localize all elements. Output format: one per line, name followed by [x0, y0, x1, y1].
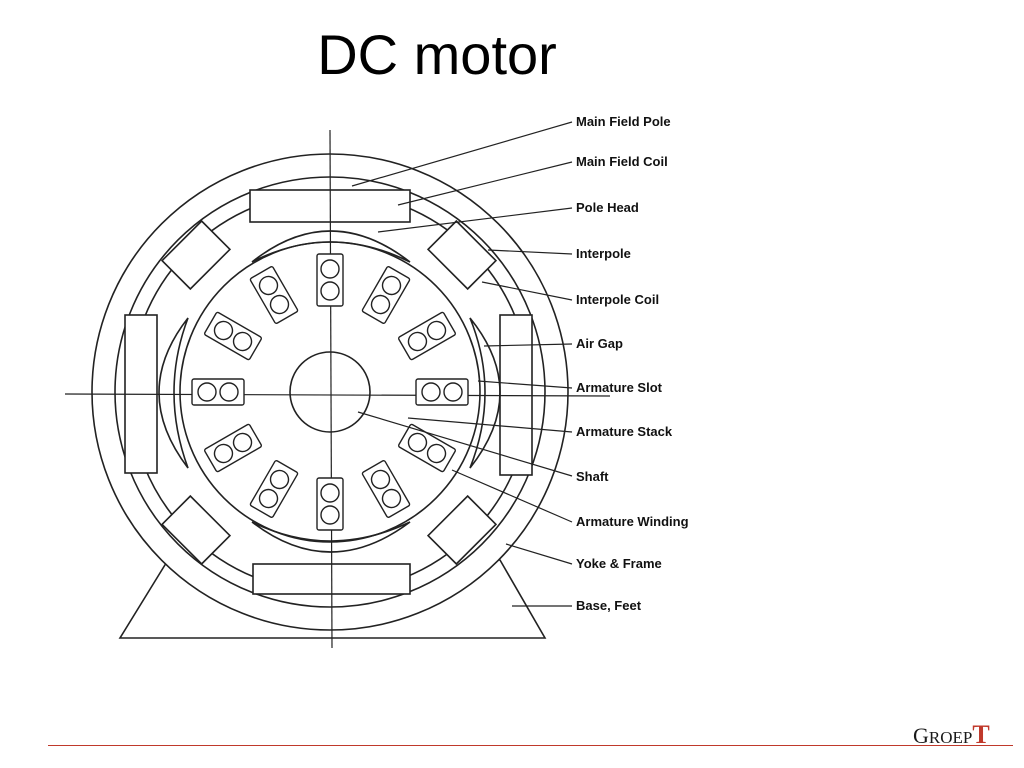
logo-text: GROEP	[913, 723, 973, 748]
armature-slot	[191, 378, 245, 406]
footer-rule	[48, 745, 1013, 746]
armature-slot	[204, 311, 262, 361]
armature-winding	[258, 275, 279, 296]
armature-slot	[249, 460, 299, 518]
leader-armature-slot	[477, 380, 573, 389]
armature-winding	[269, 469, 290, 490]
armature-winding	[213, 443, 234, 464]
leader-air-gap	[483, 343, 573, 347]
pole-head-bottom	[251, 521, 411, 553]
interpole-top-left	[160, 219, 232, 291]
armature-winding	[269, 294, 290, 315]
pole-head-right	[469, 317, 501, 469]
interpole-bottom-left	[160, 494, 232, 566]
armature-winding	[232, 331, 253, 352]
armature-slot	[415, 378, 469, 406]
armature-slot	[361, 460, 411, 518]
armature-winding	[421, 382, 441, 402]
armature-slot	[361, 266, 411, 324]
label-main-field-coil: Main Field Coil	[576, 154, 668, 169]
logo-mark: T	[972, 720, 990, 749]
armature-winding	[381, 488, 402, 509]
centerline-horizontal	[64, 393, 611, 397]
label-armature-slot: Armature Slot	[576, 380, 663, 395]
leader-armature-stack	[407, 417, 573, 433]
label-shaft: Shaft	[576, 469, 609, 484]
label-armature-stack: Armature Stack	[576, 424, 673, 439]
label-air-gap: Air Gap	[576, 336, 623, 351]
armature-winding	[370, 294, 391, 315]
armature-slot	[249, 266, 299, 324]
label-interpole-coil: Interpole Coil	[576, 292, 659, 307]
armature-winding	[426, 443, 447, 464]
armature-winding	[426, 320, 447, 341]
leader-interpole	[487, 249, 573, 255]
armature-slot	[204, 423, 262, 473]
armature-winding	[197, 382, 217, 402]
leader-pole-head	[377, 207, 573, 233]
main-field-pole-right	[499, 314, 533, 476]
label-yoke-frame: Yoke & Frame	[576, 556, 662, 571]
armature-slot	[398, 311, 456, 361]
armature-winding	[407, 432, 428, 453]
leader-interpole-coil	[481, 281, 573, 301]
label-armature-winding: Armature Winding	[576, 514, 689, 529]
armature-slot	[316, 477, 344, 531]
label-base-feet: Base, Feet	[576, 598, 642, 613]
groept-logo: GROEPT	[913, 720, 990, 750]
leader-main-field-pole	[351, 121, 573, 187]
armature-winding	[232, 432, 253, 453]
armature-winding	[320, 483, 340, 503]
centerline-vertical	[329, 129, 333, 649]
armature-winding	[219, 382, 239, 402]
pole-head-left	[158, 317, 189, 469]
armature-slot	[398, 423, 456, 473]
interpole-bottom-right	[426, 494, 498, 566]
leader-shaft	[357, 411, 573, 477]
leader-main-field-coil	[397, 161, 573, 206]
leader-armature-winding	[451, 469, 573, 523]
label-pole-head: Pole Head	[576, 200, 639, 215]
armature-winding	[443, 382, 463, 402]
shaft	[289, 351, 371, 433]
armature-winding	[381, 275, 402, 296]
label-main-field-pole: Main Field Pole	[576, 114, 671, 129]
armature-winding	[320, 281, 340, 301]
leader-yoke-frame	[505, 543, 573, 565]
armature-winding	[370, 469, 391, 490]
armature-winding	[213, 320, 234, 341]
label-interpole: Interpole	[576, 246, 631, 261]
armature-winding	[407, 331, 428, 352]
slide-title: DC motor	[317, 23, 557, 86]
armature-winding	[320, 259, 340, 279]
armature-winding	[320, 505, 340, 525]
armature-slot	[316, 253, 344, 307]
interpole-top-right	[426, 219, 498, 291]
armature-winding	[258, 488, 279, 509]
